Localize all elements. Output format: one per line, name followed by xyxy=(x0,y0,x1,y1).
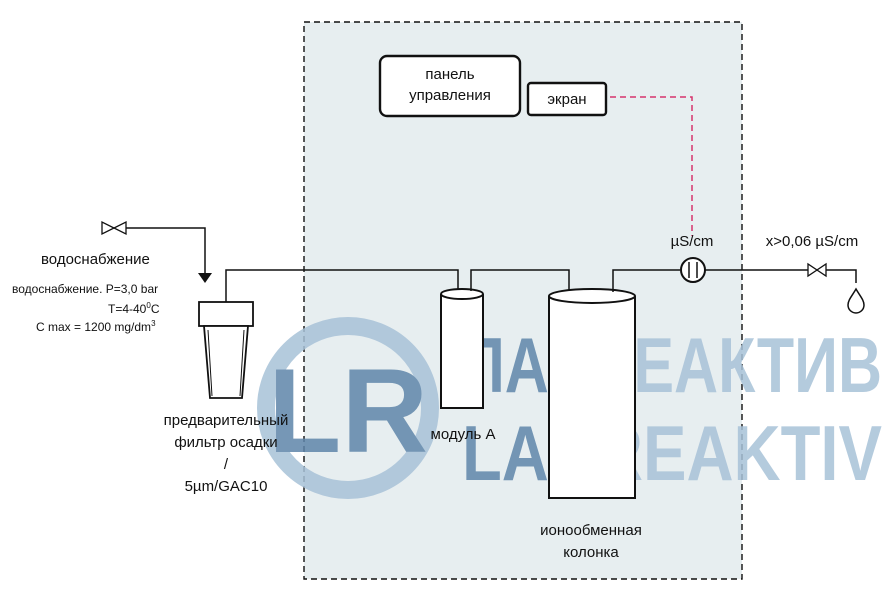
watermark-line2: LABREAKTIV xyxy=(462,409,882,497)
pipe-prefilter-to-module xyxy=(225,269,459,302)
watermark-line1: ЛАБРЕАКТИВ xyxy=(462,321,882,409)
inlet-pipe xyxy=(126,227,206,275)
ion-column-vessel xyxy=(548,288,636,499)
water-supply-temp-sup: 0 xyxy=(146,301,151,310)
prefilter-housing xyxy=(198,301,254,399)
outlet-label: x>0,06 µS/cm xyxy=(766,233,858,250)
module-a-vessel xyxy=(440,288,484,409)
ion-column-label-line1: ионообменная xyxy=(540,522,642,539)
prefilter-label-line1: предварительный xyxy=(164,412,289,429)
watermark-logo-ring xyxy=(257,317,439,499)
pipe-module-to-column xyxy=(470,269,570,292)
outlet-valve-icon[interactable] xyxy=(807,262,827,278)
module-a-label: модуль А xyxy=(431,426,496,443)
inlet-valve-icon[interactable] xyxy=(101,220,127,236)
sensor-label: µS/cm xyxy=(671,233,714,250)
inlet-arrow-icon xyxy=(198,273,212,283)
water-supply-title: водоснабжение xyxy=(41,251,150,268)
screen-label: экран xyxy=(547,91,586,108)
control-panel-label-line2: управления xyxy=(409,87,491,104)
water-supply-cmax: C max = 1200 mg/dm xyxy=(36,320,151,334)
water-drop-icon xyxy=(847,287,865,314)
prefilter-label-line3: / xyxy=(224,456,229,473)
water-supply-temp: T=4-40 xyxy=(108,302,147,316)
signal-line xyxy=(610,96,693,236)
watermark-logo-text: LR xyxy=(268,344,428,478)
watermark-line1-light: РЕАКТИВ xyxy=(593,321,882,409)
ion-column-label-line2: колонка xyxy=(563,544,619,561)
outlet-pipe-end xyxy=(826,269,857,283)
prefilter-label-line4: 5µm/GAC10 xyxy=(185,478,268,495)
screen-box xyxy=(526,81,608,117)
watermark-line2-light: REAKTIV xyxy=(596,409,882,497)
control-panel-box xyxy=(378,54,522,118)
water-supply-params-line2: T=4-400C xyxy=(108,301,160,316)
control-panel-label-line1: панель xyxy=(425,66,474,83)
water-supply-params-line3: C max = 1200 mg/dm3 xyxy=(36,319,156,334)
water-supply-params-line1: водоснабжение. P=3,0 bar xyxy=(12,282,158,296)
water-supply-temp-unit: C xyxy=(151,302,160,316)
pipe-column-to-sensor xyxy=(612,269,680,292)
conductivity-sensor-icon xyxy=(680,257,706,283)
prefilter-label-line2: фильтр осадки xyxy=(174,434,277,451)
water-supply-cmax-sup: 3 xyxy=(151,319,156,328)
